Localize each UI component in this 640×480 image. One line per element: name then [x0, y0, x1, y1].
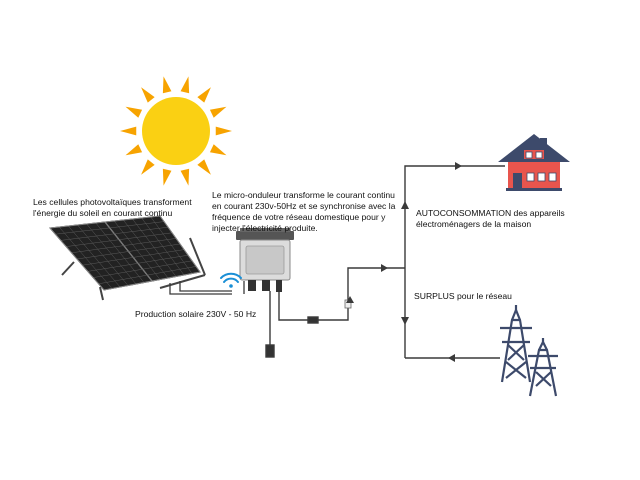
- panel-grid-line: [76, 243, 181, 260]
- sun-ray: [197, 87, 211, 103]
- house-icon: [498, 134, 570, 191]
- solar-panel-icon: [48, 215, 206, 301]
- panel-description: Les cellules photovoltaïques transformen…: [33, 197, 192, 218]
- sun-ray: [141, 87, 155, 103]
- production-label: Production solaire 230V - 50 Hz: [135, 309, 257, 319]
- dc-cables: [169, 281, 245, 295]
- distribution-lines: [404, 165, 505, 359]
- panel-grid-line: [82, 249, 185, 266]
- surplus-label: SURPLUS pour le réseau: [414, 291, 512, 301]
- panel-grid-line: [60, 226, 169, 241]
- sun-ray: [197, 159, 211, 175]
- panel-grid-line: [87, 254, 189, 272]
- wifi-icon: [220, 272, 242, 288]
- sun-ray: [125, 106, 143, 118]
- flow-arrows: [346, 162, 462, 362]
- micro-inverter-icon: [236, 228, 294, 292]
- panel-grid-line: [93, 260, 193, 278]
- sun-ray: [162, 76, 172, 94]
- sun-ray: [141, 159, 155, 175]
- power-pylon-icon: [500, 305, 558, 397]
- sun-ray: [180, 76, 190, 94]
- panel-grid-line: [55, 221, 165, 235]
- sun-ray: [125, 144, 143, 156]
- sun-ray: [120, 126, 137, 136]
- sun-ray: [215, 126, 232, 136]
- sun-ray: [180, 168, 190, 186]
- panel-grid-line: [98, 266, 197, 285]
- inverter-description: Le micro-onduleur transforme le courant …: [212, 190, 396, 233]
- autoconsommation-label: AUTOCONSOMMATION des appareils électromé…: [416, 208, 565, 229]
- panel-grid-line: [71, 238, 177, 254]
- panel-grid-line: [66, 232, 173, 247]
- sun-ray: [162, 168, 172, 186]
- sun-icon: [120, 76, 232, 186]
- sun-ray: [209, 144, 227, 156]
- ac-cable: [265, 267, 405, 358]
- sun-ray: [209, 106, 227, 118]
